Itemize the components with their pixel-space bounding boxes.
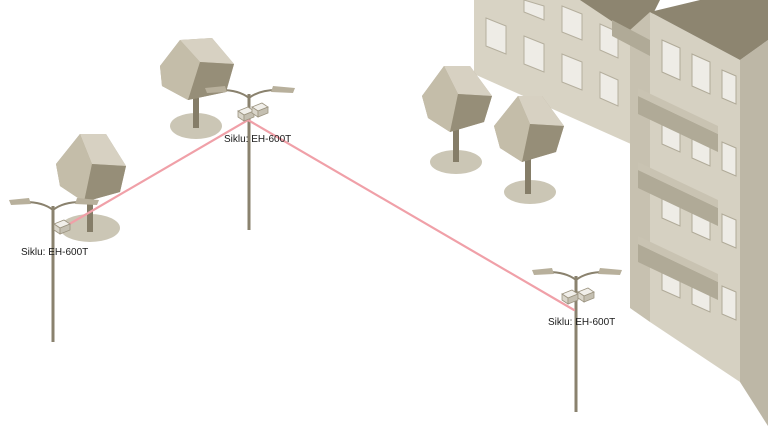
apartment-building-back bbox=[474, 0, 660, 148]
street-lamp-icon bbox=[205, 86, 295, 230]
tree-icon bbox=[494, 96, 564, 194]
tree-icon bbox=[422, 66, 492, 162]
street-lamp-icon bbox=[9, 198, 99, 342]
apartment-building-front bbox=[612, 0, 768, 426]
tree-icon bbox=[160, 38, 234, 128]
tree-icon bbox=[56, 134, 126, 232]
street-lamp-icon bbox=[532, 268, 622, 412]
node-label-top: Siklu: EH-600T bbox=[224, 134, 292, 145]
tree-shadows bbox=[60, 113, 556, 242]
node-label-right: Siklu: EH-600T bbox=[548, 317, 616, 328]
node-label-left: Siklu: EH-600T bbox=[21, 247, 89, 258]
wireless-link-left-top bbox=[64, 118, 250, 228]
radio-unit-icon bbox=[561, 287, 595, 305]
wireless-link-top-right bbox=[246, 118, 576, 312]
radio-unit-icon bbox=[237, 102, 269, 122]
radio-unit-icon bbox=[53, 219, 71, 235]
